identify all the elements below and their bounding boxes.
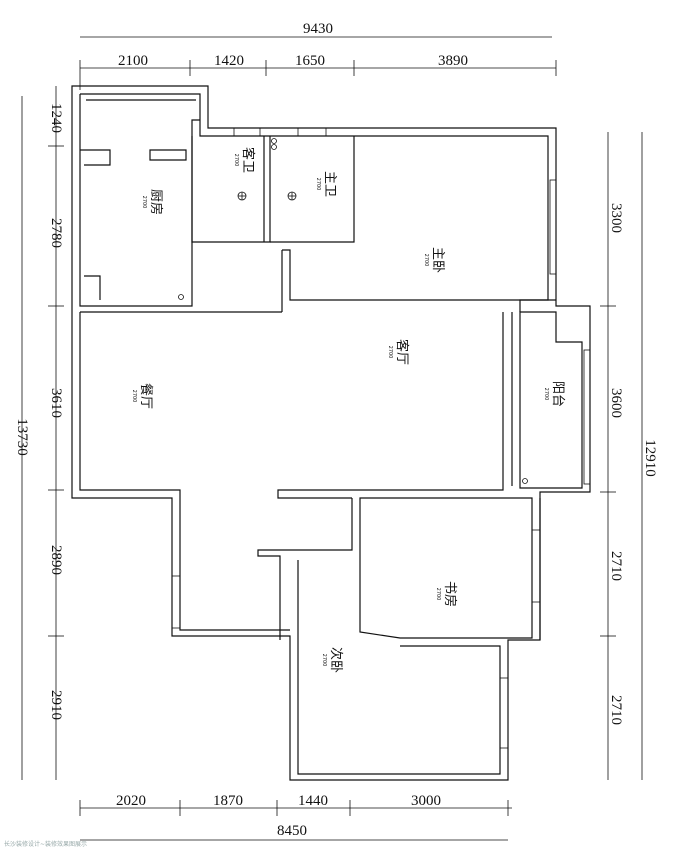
window-dining [171, 575, 181, 629]
ceiling-height-study: 2700 [435, 588, 441, 601]
right-dimension-4: 2710 [608, 695, 624, 725]
left-dimensions: 13730 1240 2780 3610 2890 2910 [14, 86, 64, 780]
room-label-dining-room: 餐厅 [138, 383, 154, 409]
window-second-bedroom [499, 677, 509, 749]
watermark: 长沙装修设计~装修效果图展示 [4, 840, 87, 848]
window-master-bedroom [549, 179, 557, 275]
pipe-icon [271, 138, 277, 144]
ceiling-height-dining-room: 2700 [131, 390, 137, 403]
fixtures [178, 138, 528, 484]
room-label-master-bedroom: 主卧 [430, 247, 445, 273]
ceiling-height-living-room: 2700 [387, 346, 393, 359]
window-master-bath [297, 127, 327, 137]
top-total-dimension: 9430 [303, 21, 333, 37]
ceiling-height-second-bedroom: 2700 [321, 654, 327, 667]
window-study [531, 529, 541, 603]
ceiling-height-guest-bath: 2700 [233, 154, 239, 167]
window-guest-bath [233, 127, 261, 137]
pipe-icon [271, 144, 277, 150]
window-balcony [583, 349, 591, 485]
right-dimensions: 3300 3600 2710 2710 12910 [600, 132, 658, 780]
room-label-second-bedroom: 次卧 [328, 647, 344, 673]
room-label-master-bath: 主卫 [322, 171, 337, 197]
windows [171, 127, 591, 749]
top-dimension-4: 3890 [438, 53, 468, 69]
room-label-study: 书房 [442, 581, 458, 607]
top-dimension-3: 1650 [295, 53, 325, 69]
bottom-dimension-2: 1870 [213, 793, 243, 809]
top-dimension-2: 1420 [214, 53, 244, 69]
bottom-dimension-3: 1440 [298, 793, 328, 809]
right-dimension-2: 3600 [608, 388, 624, 418]
room-labels: 厨房 2700 客卫 2700 主卫 2700 主卧 2700 客厅 2700 … [131, 147, 565, 673]
room-label-guest-bath: 客卫 [240, 147, 256, 173]
top-dimension-1: 2100 [118, 53, 148, 69]
ceiling-height-kitchen: 2700 [141, 196, 147, 209]
right-dimension-3: 2710 [608, 551, 624, 581]
top-dimensions: 9430 2100 1420 1650 3890 [79, 21, 557, 90]
room-label-balcony: 阳台 [550, 381, 565, 407]
pipe-icon [522, 478, 528, 484]
bottom-dimension-4: 3000 [411, 793, 441, 809]
right-total-dimension: 12910 [642, 439, 658, 477]
bottom-dimension-1: 2020 [116, 793, 146, 809]
right-dimension-1: 3300 [608, 203, 624, 233]
walls [71, 85, 591, 781]
ceiling-height-balcony: 2700 [543, 388, 549, 401]
bottom-dimensions: 2020 1870 1440 3000 8450 [79, 793, 512, 841]
bottom-total-dimension: 8450 [277, 823, 307, 839]
left-dimension-3: 3610 [48, 388, 64, 418]
ceiling-height-master-bedroom: 2700 [423, 254, 429, 267]
left-total-dimension: 13730 [14, 418, 30, 456]
ceiling-height-master-bath: 2700 [315, 178, 321, 191]
left-dimension-1: 1240 [48, 103, 64, 133]
room-label-kitchen: 厨房 [148, 189, 164, 215]
left-dimension-4: 2890 [48, 545, 64, 575]
left-dimension-2: 2780 [48, 218, 64, 248]
pipe-icon [178, 294, 184, 300]
room-label-living-room: 客厅 [394, 339, 410, 365]
left-dimension-5: 2910 [48, 690, 64, 720]
